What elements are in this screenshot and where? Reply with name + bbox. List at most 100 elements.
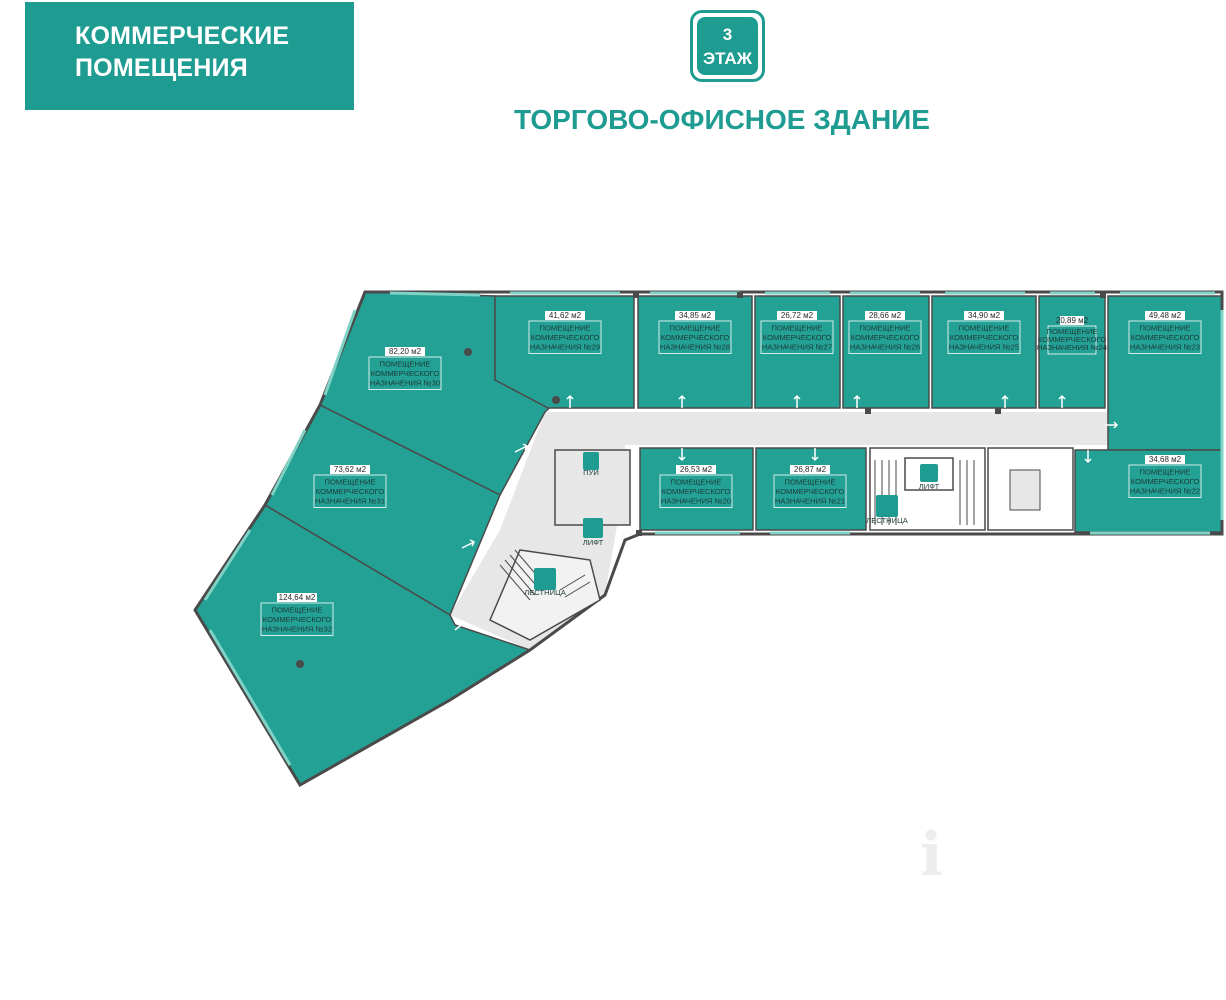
room-label-box [760,320,834,354]
room-label-23[interactable]: 49,48 м2 ПОМЕЩЕНИЕКОММЕРЧЕСКОГОНАЗНАЧЕНИЯ… [1128,311,1202,354]
room-label-box [1128,320,1202,354]
room-label-line1: ПОМЕЩЕНИЕ [670,324,721,333]
floor-label: ЭТАЖ [702,49,753,68]
room-label-box [658,320,732,354]
room-area-box [1145,311,1185,320]
stairs-label-right: ЛЕСТНИЦА [866,516,908,525]
section-title-box: КОММЕРЧЕСКИЕ ПОМЕЩЕНИЯ [25,2,354,110]
room-label-20[interactable]: 26,53 м2ПОМЕЩЕНИЕКОММЕРЧЕСКОГОНАЗНАЧЕНИЯ… [659,465,733,508]
room-area: 124,64 м2 [279,593,316,602]
room-label-box [313,474,387,508]
room-area: 28,66 м2 [869,311,902,320]
room-area-box [865,311,905,320]
room-area-box [676,465,716,474]
room-label-line1: ПОМЕЩЕНИЕ [1047,327,1098,336]
room-label-line2: КОММЕРЧЕСКОГО [1131,477,1200,486]
room-label-line2: КОММЕРЧЕСКОГО [661,333,730,342]
stairs-icon-right [876,495,898,517]
room-label-26[interactable]: 28,66 м2ПОМЕЩЕНИЕКОММЕРЧЕСКОГОНАЗНАЧЕНИЯ… [848,311,922,354]
room-label-line3: НАЗНАЧЕНИЯ №23 [1130,343,1200,352]
room-label-line2: КОММЕРЧЕСКОГО [1038,335,1107,344]
room-label-27[interactable]: 26,72 м2 ПОМЕЩЕНИЕКОММЕРЧЕСКОГОНАЗНАЧЕНИЯ… [760,311,834,354]
room-label-box [773,474,847,508]
room-label-box [260,602,334,636]
room-29-shape[interactable] [494,295,635,409]
room-label-line2: КОММЕРЧЕСКОГО [662,487,731,496]
room-label-line3: НАЗНАЧЕНИЯ №22 [1130,487,1200,496]
room-label-line3: НАЗНАЧЕНИЯ №30 [370,379,440,388]
room-label-line1: ПОМЕЩЕНИЕ [325,478,376,487]
room-label-24[interactable]: 20,89 м2 ПОМЕЩЕНИЕКОММЕРЧЕСКОГОНАЗНАЧЕНИЯ… [1037,316,1107,355]
room-20-shape[interactable] [639,447,754,531]
room-label-line1: ПОМЕЩЕНИЕ [772,324,823,333]
room-label-line1: ПОМЕЩЕНИЕ [959,324,1010,333]
room-label-32[interactable]: 124,64 м2ПОМЕЩЕНИЕКОММЕРЧЕСКОГОНАЗНАЧЕНИ… [260,593,334,636]
room-area: 49,48 м2 [1149,311,1182,320]
room-label-line2: КОММЕРЧЕСКОГО [763,333,832,342]
floor-badge: 3 ЭТАЖ [690,10,765,82]
room-label-line3: НАЗНАЧЕНИЯ №20 [661,497,731,506]
room-label-line1: ПОМЕЩЕНИЕ [540,324,591,333]
room-label-29[interactable]: 41,62 м2 ПОМЕЩЕНИЕКОММЕРЧЕСКОГОНАЗНАЧЕНИЯ… [528,311,602,354]
room-label-line1: ПОМЕЩЕНИЕ [380,360,431,369]
room-label-line3: НАЗНАЧЕНИЯ №21 [775,497,845,506]
floor-number: 3 [722,25,733,44]
room-label-line3: НАЗНАЧЕНИЯ №28 [660,343,730,352]
room-label-line2: КОММЕРЧЕСКОГО [1131,333,1200,342]
room-area: 26,72 м2 [781,311,814,320]
room-label-line3: НАЗНАЧЕНИЯ №26 [850,343,920,352]
room-label-box [528,320,602,354]
room-area: 34,85 м2 [679,311,712,320]
room-area-box [277,593,317,602]
room-label-28[interactable]: 34,85 м2 ПОМЕЩЕНИЕКОММЕРЧЕСКОГОНАЗНАЧЕНИЯ… [658,311,732,354]
room-label-line3: НАЗНАЧЕНИЯ №25 [949,343,1019,352]
room-area: 20,89 м2 [1056,316,1089,325]
service-core-right: ЛИФТ ЛЕСТНИЦА [866,447,1074,531]
room-area: 41,62 м2 [549,311,582,320]
lift-label-right: ЛИФТ [919,482,940,491]
room-label-line2: КОММЕРЧЕСКОГО [776,487,845,496]
room-label-line3: НАЗНАЧЕНИЯ №27 [762,343,832,352]
room-label-line3: НАЗНАЧЕНИЯ №31 [315,497,385,506]
section-title-line1: КОММЕРЧЕСКИЕ [75,22,290,50]
stairs-icon-left [534,568,556,590]
room-label-line2: КОММЕРЧЕСКОГО [851,333,920,342]
room-label-line3: НАЗНАЧЕНИЯ №29 [530,343,600,352]
room-label-line1: ПОМЕЩЕНИЕ [272,606,323,615]
room-label-line2: КОММЕРЧЕСКОГО [531,333,600,342]
room-label-line1: ПОМЕЩЕНИЕ [1140,324,1191,333]
room-area-box [675,311,715,320]
service-core-left: ПУИ ЛИФТ ЛЕСТНИЦА [489,449,631,641]
room-24-shape[interactable] [1038,295,1106,409]
room-label-box [848,320,922,354]
room-label-line3: НАЗНАЧЕНИЯ №24 [1037,343,1107,352]
lift-icon [583,518,603,538]
room-label-line1: ПОМЕЩЕНИЕ [785,478,836,487]
room-label-line2: КОММЕРЧЕСКОГО [950,333,1019,342]
room-label-line1: ПОМЕЩЕНИЕ [671,478,722,487]
room-label-25[interactable]: 34,90 м2 ПОМЕЩЕНИЕКОММЕРЧЕСКОГОНАЗНАЧЕНИЯ… [947,311,1021,354]
wc-icon [583,452,599,470]
room-label-line1: ПОМЕЩЕНИЕ [1140,468,1191,477]
room-area-box [385,347,425,356]
room-label-22[interactable]: 34,68 м2 ПОМЕЩЕНИЕКОММЕРЧЕСКОГОНАЗНАЧЕНИЯ… [1128,455,1202,498]
room-label-line2: КОММЕРЧЕСКОГО [316,487,385,496]
room-label-30[interactable]: 82,20 м2ПОМЕЩЕНИЕКОММЕРЧЕСКОГОНАЗНАЧЕНИЯ… [368,347,442,390]
room-label-box [368,356,442,390]
room-area-box [790,465,830,474]
room-area: 82,20 м2 [389,347,422,356]
room-label-31[interactable]: 73,62 м2ПОМЕЩЕНИЕКОММЕРЧЕСКОГОНАЗНАЧЕНИЯ… [313,465,387,508]
room-labels: 41,62 м2ПОМЕЩЕНИЕКОММЕРЧЕСКОГОНАЗНАЧЕНИЯ… [260,311,1202,636]
room-label-21[interactable]: 26,87 м2ПОМЕЩЕНИЕКОММЕРЧЕСКОГОНАЗНАЧЕНИЯ… [773,465,847,508]
room-area-box [777,311,817,320]
section-title-line2: ПОМЕЩЕНИЯ [75,54,248,82]
room-area: 34,68 м2 [1149,455,1182,464]
room-label-box [1047,325,1097,355]
stairs-label-left: ЛЕСТНИЦА [524,588,566,597]
room-label-box [947,320,1021,354]
room-label-box [659,474,733,508]
room-area-box [330,465,370,474]
room-area: 34,90 м2 [968,311,1001,320]
building-title: ТОРГОВО-ОФИСНОЕ ЗДАНИЕ [514,104,930,135]
